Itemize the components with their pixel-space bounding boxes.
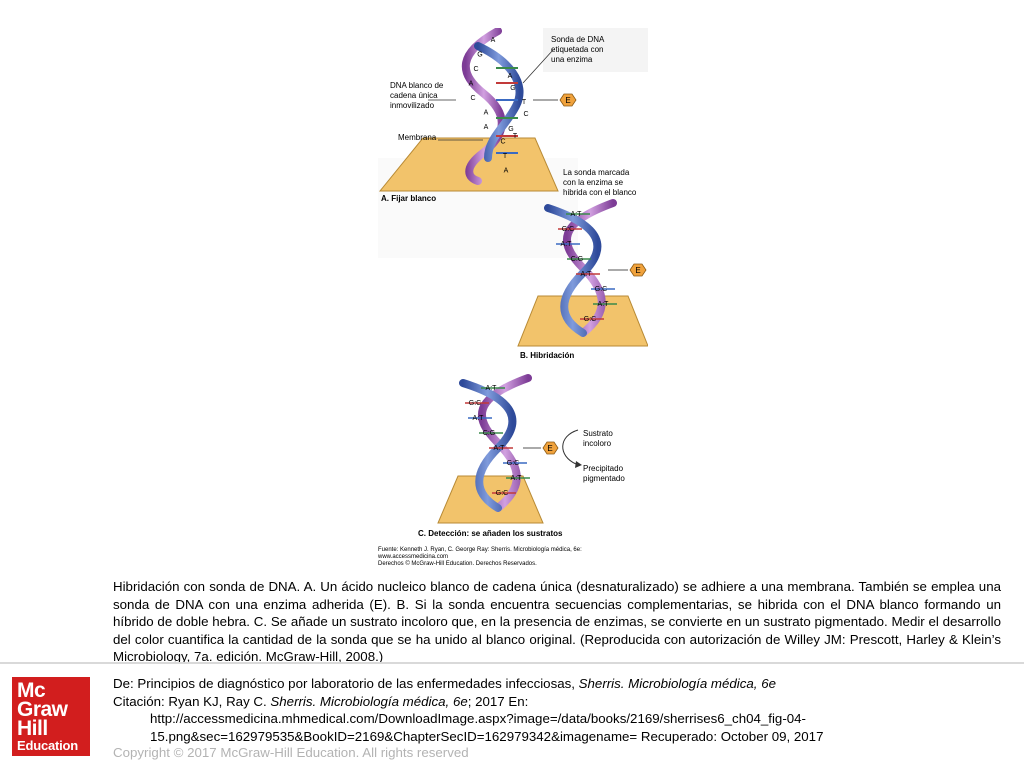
enzyme-label-b: E	[635, 266, 640, 275]
mcgraw-hill-logo: Mc Graw Hill Education	[12, 677, 90, 756]
target-base: C	[473, 66, 478, 73]
enzyme-marker-b	[629, 263, 647, 277]
base-pair: G:C	[595, 286, 607, 293]
base-pair: C:G	[571, 256, 583, 263]
label-line: DNA blanco de	[390, 81, 444, 90]
target-base: C	[470, 95, 475, 102]
panel-c-caption: C. Detección: se añaden los sustratos	[418, 529, 563, 538]
base-pair: A:T	[598, 301, 610, 308]
citation-url-line1: http://accessmedicina.mhmedical.com/Down…	[150, 711, 806, 726]
target-base: T	[503, 153, 508, 160]
base-pair: A:T	[581, 271, 593, 278]
label-line: Precipitado	[583, 464, 624, 473]
base-pair: G:C	[507, 460, 519, 467]
target-base: G	[477, 52, 482, 59]
probe-base: C	[523, 111, 528, 118]
source-line: De: Principios de diagnóstico por labora…	[113, 676, 776, 691]
copyright: Copyright © 2017 McGraw-Hill Education. …	[113, 745, 469, 760]
panel-b-caption: B. Hibridación	[520, 351, 574, 360]
base-pair: G:C	[496, 490, 508, 497]
conversion-arrow	[562, 429, 579, 465]
base-pair: A:T	[561, 241, 573, 248]
panel-b: A:T G:C A:T C:G A:T G:C A:T G:C E La sonda marc…	[517, 168, 648, 360]
label-line: con la enzima se	[563, 178, 624, 187]
label-line: una enzima	[551, 55, 593, 64]
label-line: inmovilizado	[390, 101, 435, 110]
membrane-label: Membrana	[398, 133, 437, 142]
target-base: A	[469, 81, 474, 88]
target-base: A	[491, 37, 496, 44]
base-rungs-a	[496, 67, 518, 154]
probe-base: T	[522, 99, 527, 106]
base-pair: G:C	[469, 400, 481, 407]
label-line: cadena única	[390, 91, 438, 100]
probe-base: G	[508, 126, 513, 133]
base-pair: G:C	[562, 226, 574, 233]
enzyme-marker-c	[542, 441, 559, 455]
citation-url-line2: 15.png&sec=162979535&BookID=2169&Chapter…	[150, 728, 824, 744]
panel-c: A:T G:C A:T C:G A:T G:C A:T G:C E Sustratoincol…	[418, 374, 625, 538]
target-base: A	[484, 124, 489, 131]
label-line: Derechos © McGraw-Hill Education. Derech…	[378, 560, 537, 565]
label-line: Fuente: Kenneth J. Ryan, C. George Ray: …	[378, 547, 582, 553]
base-pair: C:G	[483, 430, 495, 437]
label-line: La sonda marcada	[563, 168, 630, 177]
target-base: A	[504, 168, 509, 175]
label-line: www.accessmedicina.com	[378, 554, 448, 560]
divider	[0, 662, 1024, 664]
probe-base: T	[513, 133, 518, 140]
base-pair: A:T	[486, 385, 498, 392]
target-base: C	[500, 139, 505, 146]
base-pair: A:T	[473, 415, 485, 422]
enzyme-label-a: E	[565, 96, 570, 105]
label-line: incoloro	[583, 439, 612, 448]
base-pair: A:T	[571, 211, 583, 218]
figure-caption: Hibridación con sonda de DNA. A. Un ácid…	[113, 579, 1001, 664]
target-base: A	[484, 110, 489, 117]
base-pair: A:T	[494, 445, 506, 452]
probe-base: G	[510, 85, 515, 92]
label-line: etiquetada con	[551, 45, 604, 54]
label-line: pigmentado	[583, 474, 625, 483]
base-pair: G:C	[584, 316, 596, 323]
panel-a-caption: A. Fijar blanco	[381, 194, 436, 203]
label-line: Sonda de DNA	[551, 35, 605, 44]
label-line: hibrida con el blanco	[563, 188, 637, 197]
probe-strand-b	[544, 204, 602, 337]
enzyme-label-c: E	[547, 444, 552, 453]
figure-source: Fuente: Kenneth J. Ryan, C. George Ray: …	[378, 547, 582, 565]
citation-line: Citación: Ryan KJ, Ray C. Sherris. Micro…	[113, 693, 529, 709]
base-pair: A:T	[511, 475, 523, 482]
citation-block: De: Principios de diagnóstico por labora…	[113, 675, 1013, 745]
probe-strand-a	[474, 42, 524, 162]
probe-base: A	[508, 73, 513, 80]
label-line: Sustrato	[583, 429, 613, 438]
enzyme-marker-a	[559, 93, 577, 107]
